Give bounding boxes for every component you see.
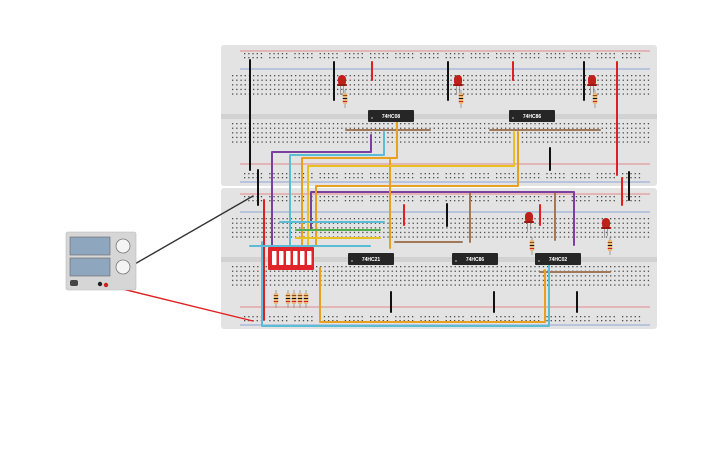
jumper-wires bbox=[99, 59, 630, 327]
wire-orange-1 bbox=[301, 119, 398, 247]
positive-terminal[interactable] bbox=[103, 282, 109, 288]
dip-switch[interactable] bbox=[268, 247, 314, 270]
resistor bbox=[342, 90, 348, 108]
dip-switch-key[interactable] bbox=[307, 251, 312, 265]
power-supply bbox=[65, 231, 137, 291]
current-display bbox=[69, 257, 111, 277]
dip-switch-key[interactable] bbox=[293, 251, 298, 265]
resistor bbox=[607, 237, 613, 255]
voltage-knob[interactable] bbox=[115, 238, 131, 254]
wire-psu-power bbox=[105, 284, 254, 322]
breadboard-top-channel bbox=[221, 114, 657, 119]
resistor bbox=[285, 290, 291, 308]
wire-orange-3 bbox=[319, 267, 546, 323]
negative-terminal[interactable] bbox=[97, 281, 103, 287]
led-5 bbox=[601, 218, 611, 238]
led-1 bbox=[337, 75, 347, 95]
resistor bbox=[273, 290, 279, 308]
ic-chips: 74HC08 74HC86 74HC21 74HC86 74HC02 bbox=[348, 110, 581, 265]
led-3 bbox=[587, 75, 597, 95]
chip-u1-label: 74HC08 bbox=[382, 114, 401, 120]
dip-switch-key[interactable] bbox=[300, 251, 305, 265]
wire-cyan-1 bbox=[289, 131, 385, 249]
dip-switch-key[interactable] bbox=[286, 251, 291, 265]
resistors bbox=[273, 90, 613, 308]
resistor bbox=[291, 290, 297, 308]
resistor bbox=[297, 290, 303, 308]
chip-u5[interactable]: 74HC02 bbox=[535, 253, 581, 265]
resistor bbox=[458, 90, 464, 108]
led-4 bbox=[524, 212, 534, 232]
chip-u3[interactable]: 74HC21 bbox=[348, 253, 394, 265]
resistor bbox=[303, 290, 309, 308]
wire-purple-2 bbox=[310, 191, 575, 246]
leds bbox=[337, 75, 611, 238]
dip-switch-key[interactable] bbox=[279, 251, 284, 265]
resistor bbox=[529, 237, 535, 255]
chip-u1[interactable]: 74HC08 bbox=[368, 110, 414, 122]
resistor bbox=[592, 90, 598, 108]
chip-u5-label: 74HC02 bbox=[549, 257, 568, 263]
chip-u4-label: 74HC86 bbox=[466, 257, 485, 263]
current-knob[interactable] bbox=[115, 259, 131, 275]
led-2 bbox=[453, 75, 463, 95]
wire-cyan-2 bbox=[261, 241, 550, 327]
chip-u3-label: 74HC21 bbox=[362, 257, 381, 263]
chip-u4[interactable]: 74HC86 bbox=[452, 253, 498, 265]
power-switch[interactable] bbox=[70, 280, 78, 286]
wire-purple-1 bbox=[271, 134, 372, 246]
chip-u2[interactable]: 74HC86 bbox=[509, 110, 555, 122]
chip-u2-label: 74HC86 bbox=[523, 114, 542, 120]
voltage-display bbox=[69, 236, 111, 256]
wire-orange-2 bbox=[315, 131, 519, 247]
wire-yellow-1 bbox=[307, 131, 515, 247]
dip-switch-key[interactable] bbox=[272, 251, 277, 265]
breadboard-bottom-channel bbox=[221, 257, 657, 262]
